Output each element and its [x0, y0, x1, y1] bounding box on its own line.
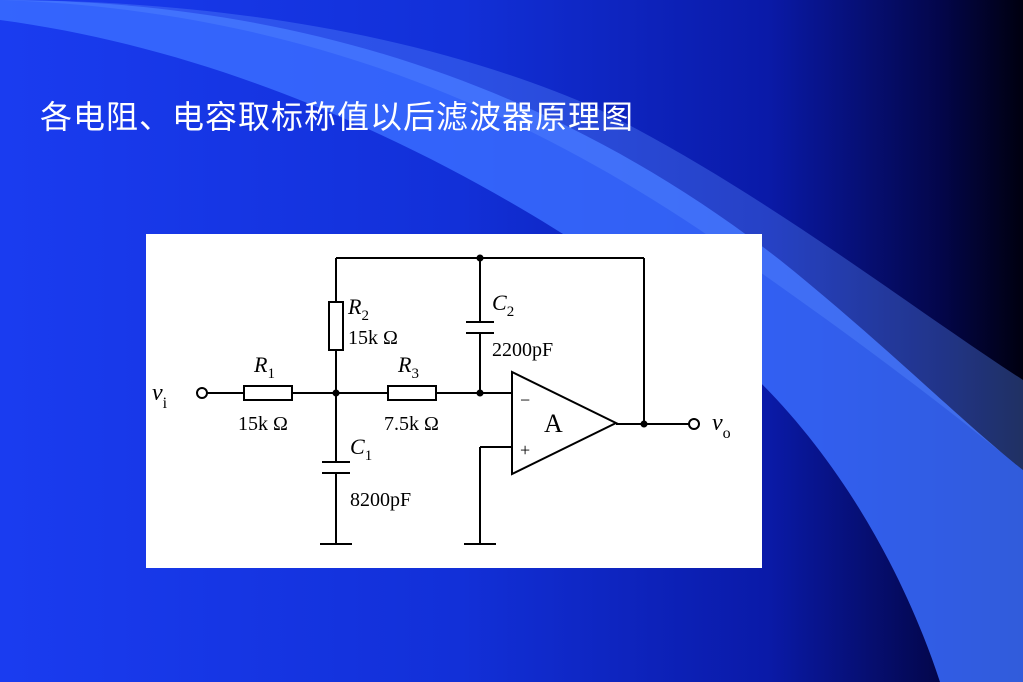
resistor-r3	[387, 385, 437, 401]
junction-dot	[332, 389, 340, 397]
opamp-plus-label: +	[520, 440, 530, 460]
opamp-minus-label: −	[520, 390, 530, 410]
junction-dot	[476, 254, 484, 262]
c2-label: C2	[492, 290, 514, 320]
resistor-r1	[243, 385, 293, 401]
c2-value: 2200pF	[492, 339, 553, 361]
input-label: vi	[152, 380, 168, 412]
circuit-diagram-panel: vi vo R1 15k Ω R2 15k Ω R3 7.5k Ω C1 820…	[146, 234, 762, 568]
input-terminal	[196, 387, 208, 399]
junction-dot	[476, 389, 484, 397]
r2-label: R2	[347, 294, 369, 324]
r3-label: R3	[397, 352, 419, 382]
output-label: vo	[712, 410, 731, 442]
slide-title: 各电阻、电容取标称值以后滤波器原理图	[40, 98, 635, 136]
r2-value: 15k Ω	[348, 327, 398, 349]
r1-value: 15k Ω	[238, 413, 288, 435]
c1-value: 8200pF	[350, 489, 411, 511]
filter-schematic: vi vo R1 15k Ω R2 15k Ω R3 7.5k Ω C1 820…	[152, 254, 731, 545]
output-terminal	[688, 418, 700, 430]
opamp-label: A	[544, 409, 563, 438]
r3-value: 7.5k Ω	[384, 413, 439, 435]
r1-label: R1	[253, 352, 275, 382]
c1-label: C1	[350, 434, 372, 464]
junction-dot	[640, 420, 648, 428]
opamp-triangle	[511, 370, 619, 476]
resistor-r2	[328, 301, 344, 351]
